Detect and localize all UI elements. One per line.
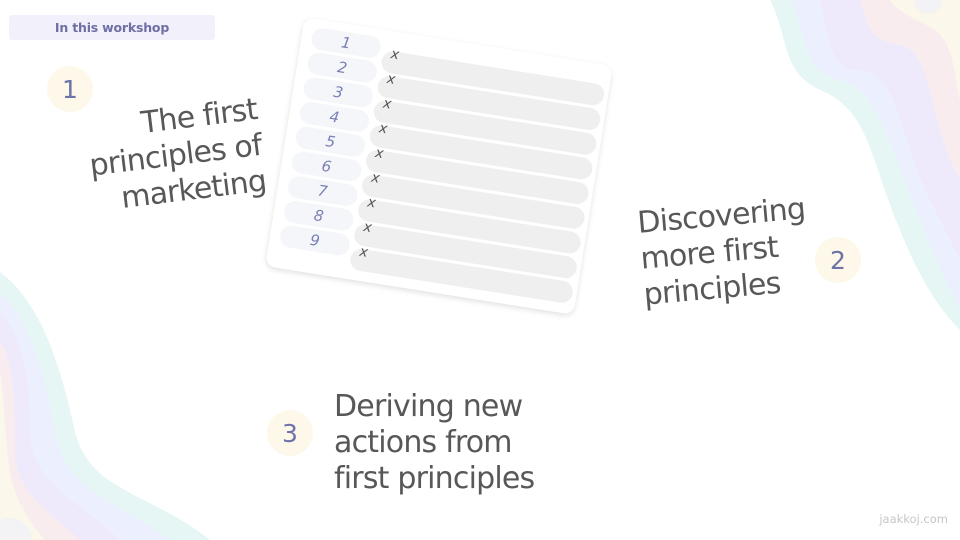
title-line: first principles [334,461,535,496]
section-tag: In this workshop [9,15,215,40]
footer-domain: jaakkoj.com [879,512,948,526]
title-line: actions from [334,425,513,460]
decorative-wave-bottom-left [0,272,210,540]
numbered-list-card: 1 x 2 x 3 x 4 x 5 x 6 x 7 x 8 x 9 x [265,17,613,315]
item-title-1: The first principles of marketing [56,92,268,224]
title-line: Deriving new [334,389,523,424]
number-badge-1: 1 [47,66,93,112]
number-badge-2: 2 [815,237,861,283]
item-title-3: Deriving new actions from first principl… [334,389,574,497]
number-badge-3: 3 [267,410,313,456]
item-title-2: Discovering more first principles [636,189,845,314]
